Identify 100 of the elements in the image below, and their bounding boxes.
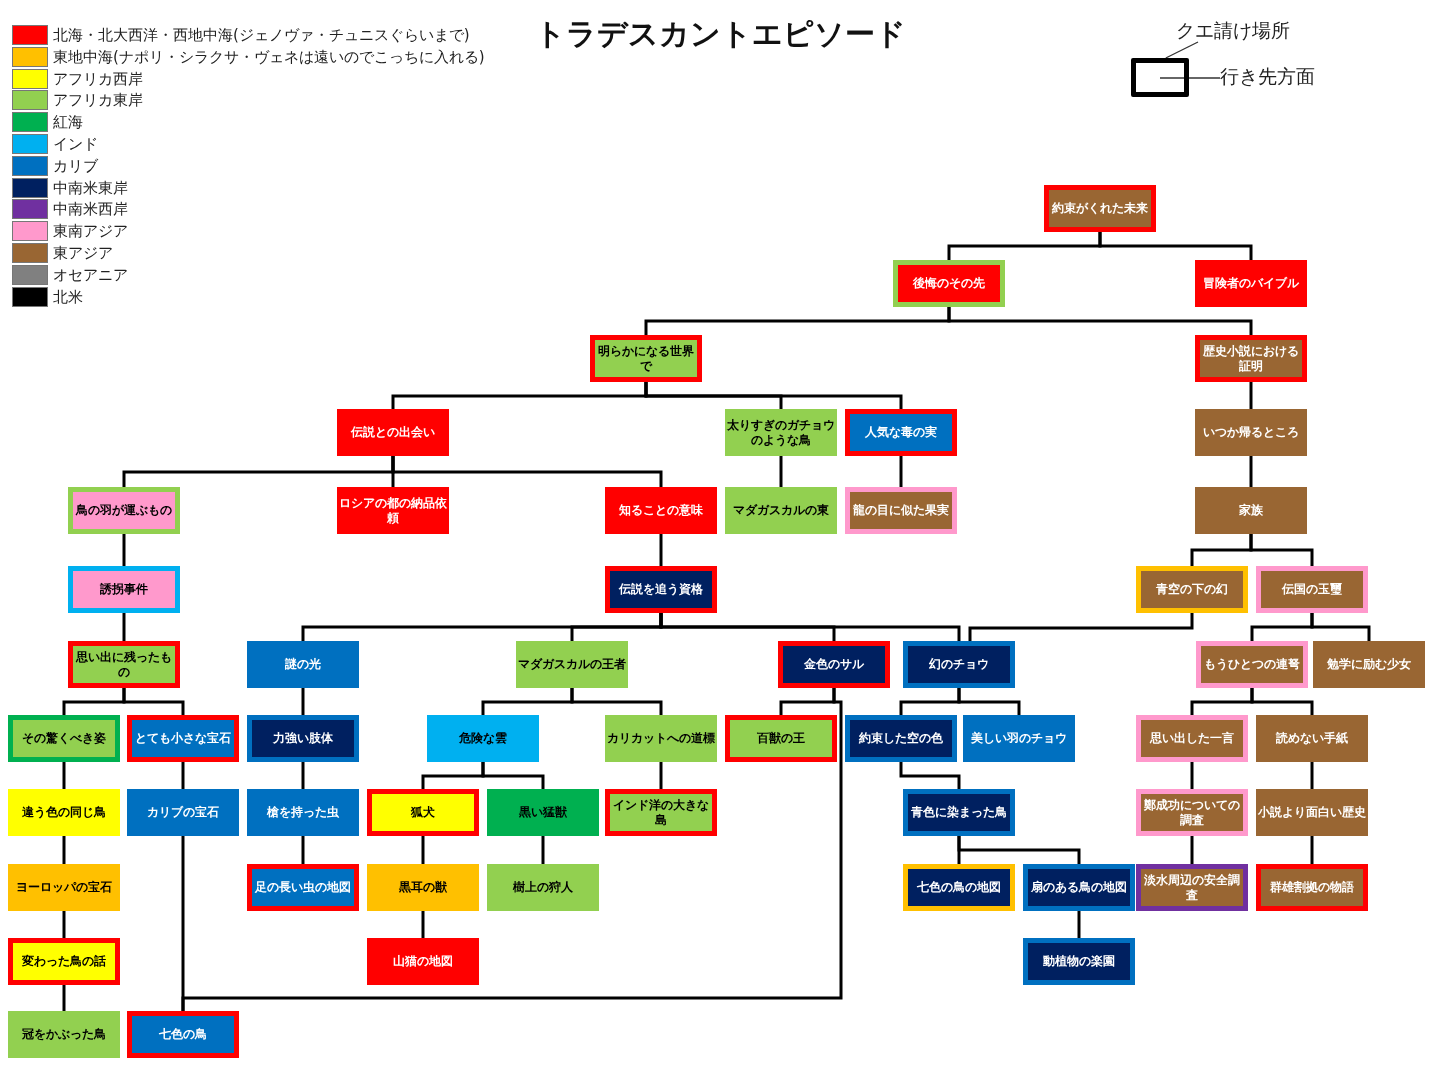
quest-name: 約束がくれた未来 — [1051, 201, 1149, 216]
legend-label: アフリカ西岸 — [53, 68, 143, 89]
quest-box — [1195, 409, 1307, 456]
quest-name: 青空の下の幻 — [1155, 582, 1229, 597]
connector-line — [1249, 456, 1253, 487]
quest-box — [68, 566, 180, 613]
quest-name: もうひとつの連弩 — [1203, 657, 1301, 672]
quest-name: 黒い猛獣 — [518, 805, 568, 820]
quest-name: 金色のサル — [803, 657, 865, 672]
sample-box — [1131, 58, 1189, 97]
quest-box — [903, 864, 1015, 911]
quest-name: 淡水周辺の安全調査 — [1143, 873, 1241, 902]
quest-name: 扇のある鳥の地図 — [1030, 880, 1128, 895]
connector-line — [301, 836, 305, 864]
quest-box — [247, 789, 359, 836]
quest-name: 鄭成功についての調査 — [1143, 798, 1241, 827]
quest-box — [845, 409, 957, 456]
connector-line — [659, 534, 663, 566]
quest-name: 樹上の狩人 — [512, 880, 574, 895]
quest-name: 鳥の羽が運ぶもの — [74, 503, 173, 518]
quest-name: いつか帰るところ — [1202, 425, 1300, 440]
quest-box — [516, 641, 628, 688]
quest-name: 伝説を追う資格 — [617, 582, 704, 597]
quest-box — [1313, 641, 1425, 688]
quest-name: 青色に染まった鳥 — [910, 805, 1008, 820]
quest-name: 歴史小説における証明 — [1202, 344, 1300, 373]
legend-label: 中南米東岸 — [53, 177, 128, 198]
connector-line — [1250, 688, 1314, 715]
quest-box — [1023, 864, 1135, 911]
quest-name: 変わった鳥の話 — [21, 954, 107, 969]
quest-box — [367, 938, 479, 985]
quest-box — [8, 789, 120, 836]
quest-box — [1136, 789, 1248, 836]
legend-label: 東南アジア — [53, 221, 128, 242]
quest-name: 七色の鳥の地図 — [916, 880, 1002, 895]
quest-name: マダガスカルの東 — [732, 503, 830, 518]
quest-name: 後悔のその先 — [912, 276, 986, 291]
diagram-title: トラデスカントエピソード — [535, 15, 906, 53]
quest-name: 太りすぎのガチョウのような鳥 — [726, 418, 836, 447]
quest-name: 龍の目に似た果実 — [852, 503, 950, 518]
quest-name: 七色の鳥 — [158, 1027, 208, 1042]
quest-name: カリカットへの道標 — [606, 731, 716, 746]
connector-line — [659, 762, 663, 789]
quest-box — [605, 566, 717, 613]
connector-line — [181, 762, 185, 789]
quest-name: 動植物の楽園 — [1042, 954, 1116, 969]
quest-box — [68, 487, 180, 534]
quest-box — [1195, 487, 1307, 534]
leader-line — [1159, 77, 1221, 79]
quest-name: ロシアの都の納品依頼 — [338, 496, 448, 525]
quest-name: 知ることの意味 — [618, 503, 704, 518]
quest-name: 冠をかぶった鳥 — [21, 1027, 107, 1042]
quest-box — [127, 715, 239, 762]
connector-line — [1249, 382, 1253, 409]
quest-box — [427, 715, 539, 762]
quest-box — [605, 487, 717, 534]
connector-line — [644, 382, 903, 409]
connector-line — [1310, 762, 1314, 789]
connector-line — [899, 456, 903, 487]
quest-box — [337, 487, 449, 534]
legend-label: 北米 — [53, 286, 83, 307]
quest-box — [367, 789, 479, 836]
connector-line — [1249, 534, 1314, 566]
quest-name: 読めない手紙 — [1275, 731, 1349, 746]
quest-box — [963, 715, 1075, 762]
leader-line — [1165, 41, 1199, 59]
quest-box — [1256, 715, 1368, 762]
quest-box — [1195, 335, 1307, 382]
quest-name: 違う色の同じ鳥 — [21, 805, 107, 820]
quest-name: 冒険者のバイブル — [1202, 276, 1300, 291]
connector-line — [968, 613, 1194, 641]
connector-line — [301, 688, 305, 715]
legend-label: 北海・北大西洋・西地中海(ジェノヴァ・チュニスぐらいまで) — [53, 25, 470, 45]
quest-box — [725, 487, 837, 534]
quest-name: 思い出に残ったもの — [75, 650, 173, 679]
quest-name: 山猫の地図 — [392, 954, 454, 969]
key-label: 行き先方面 — [1220, 64, 1324, 90]
legend-label: オセアニア — [53, 264, 128, 285]
quest-box — [337, 409, 449, 456]
quest-name: 黒耳の獣 — [398, 880, 448, 895]
connector-line — [1310, 836, 1314, 864]
quest-box — [1136, 715, 1248, 762]
connector-line — [1310, 613, 1371, 641]
quest-name: カリブの宝石 — [146, 805, 220, 820]
quest-box — [1256, 566, 1368, 613]
connector-line — [1077, 911, 1081, 938]
connector-line — [62, 911, 66, 938]
connector-line — [62, 836, 66, 864]
quest-box — [8, 715, 120, 762]
quest-name: 幻のチョウ — [928, 657, 990, 672]
quest-box — [8, 938, 120, 985]
connector-line — [62, 762, 66, 789]
connector-line — [421, 911, 425, 938]
connector-line — [957, 836, 1081, 864]
connector-line — [957, 688, 1021, 715]
quest-name: 狐犬 — [410, 805, 436, 820]
quest-box — [903, 641, 1015, 688]
quest-name: 百獣の王 — [756, 731, 806, 746]
connector-line — [899, 762, 961, 789]
quest-box — [1136, 566, 1248, 613]
